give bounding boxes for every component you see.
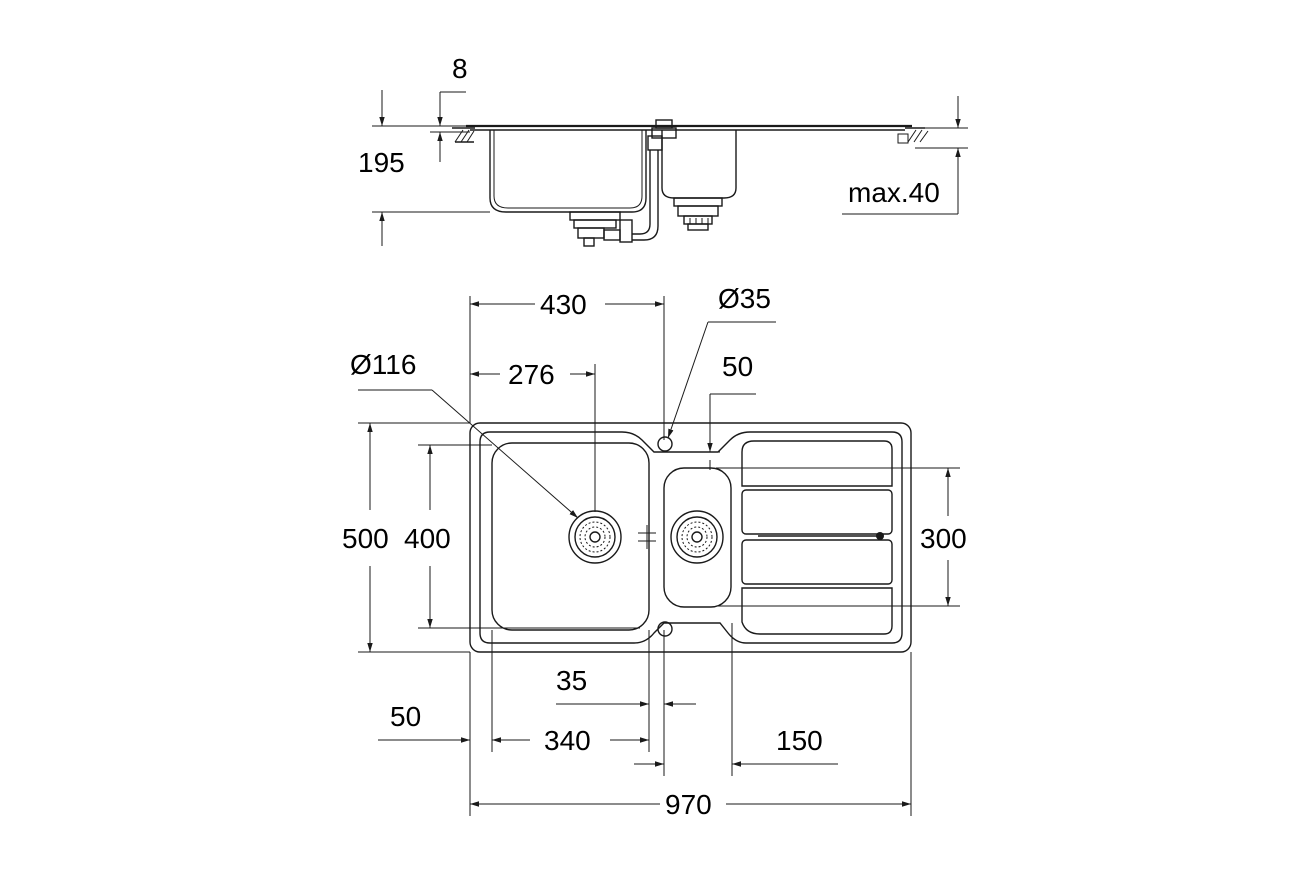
dim-waste-diameter: Ø116 xyxy=(350,349,416,380)
dim-max-thickness: max.40 xyxy=(848,177,940,208)
dim-drainer-offset: 150 xyxy=(776,725,823,756)
dim-waste-offset: 276 xyxy=(508,359,555,390)
dim-gap-top: 8 xyxy=(452,53,468,84)
drainer xyxy=(741,440,893,635)
small-waste xyxy=(670,510,724,564)
main-waste xyxy=(568,510,622,564)
top-view: 430 Ø35 Ø116 276 50 500 400 300 35 50 34… xyxy=(342,283,967,820)
tap-hole xyxy=(657,436,673,452)
dim-main-bowl-depth: 400 xyxy=(404,523,451,554)
small-bowl xyxy=(663,467,732,608)
main-bowl xyxy=(491,442,650,631)
dim-edge-offset: 50 xyxy=(390,701,421,732)
dim-tap-offset: 50 xyxy=(722,351,753,382)
main-bowl-profile xyxy=(489,130,647,213)
dim-bowl-depth: 195 xyxy=(358,147,405,178)
dim-small-bowl-depth: 300 xyxy=(920,523,967,554)
dim-tap-hole: Ø35 xyxy=(718,283,771,314)
worktop-left xyxy=(452,127,475,143)
dim-center-to-center: 430 xyxy=(540,289,587,320)
dim-main-bowl-width: 340 xyxy=(544,725,591,756)
dim-bowl-gap: 35 xyxy=(556,665,587,696)
sink-outline xyxy=(469,422,912,653)
small-bowl-profile xyxy=(661,130,737,199)
dim-total-width: 970 xyxy=(665,789,712,820)
dim-total-depth: 500 xyxy=(342,523,389,554)
side-view: 8 195 max.40 xyxy=(358,53,968,247)
